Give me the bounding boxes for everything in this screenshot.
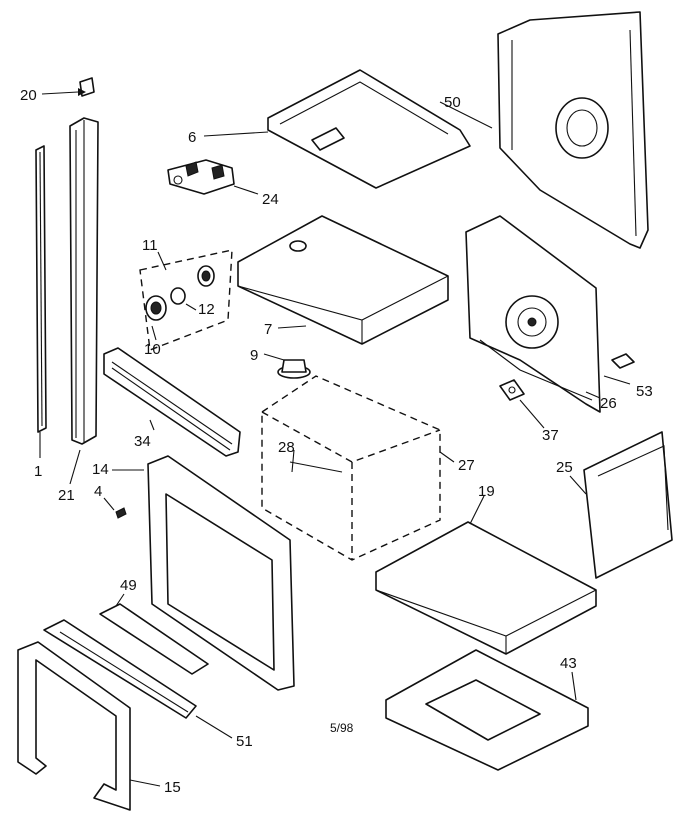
part-19-tray bbox=[375, 521, 597, 655]
leader-lines bbox=[39, 88, 631, 787]
callout-37: 37 bbox=[542, 427, 559, 444]
part-9-terminal-block bbox=[277, 359, 311, 379]
callout-14: 14 bbox=[92, 461, 109, 478]
part-21-side-channel bbox=[69, 117, 99, 445]
part-15-gasket bbox=[17, 641, 131, 811]
part-26-back-wall bbox=[465, 215, 601, 413]
part-11-control-group bbox=[139, 249, 233, 351]
callout-43: 43 bbox=[560, 655, 577, 672]
part-27-oven-cavity bbox=[261, 375, 441, 561]
callout-51: 51 bbox=[236, 733, 253, 750]
part-49-strip bbox=[99, 603, 209, 675]
part-25-side-panel bbox=[583, 431, 673, 579]
callout-53: 53 bbox=[636, 383, 653, 400]
callout-1: 1 bbox=[34, 463, 42, 480]
callout-7: 7 bbox=[264, 321, 272, 338]
callout-27: 27 bbox=[458, 457, 475, 474]
callout-21: 21 bbox=[58, 487, 75, 504]
callout-49: 49 bbox=[120, 577, 137, 594]
callout-28: 28 bbox=[278, 439, 295, 456]
part-6-top-panel bbox=[267, 69, 471, 189]
part-34-vent-grille bbox=[103, 347, 241, 457]
callout-15: 15 bbox=[164, 779, 181, 796]
callout-labels: 20 6 50 24 11 12 10 7 9 1 21 34 14 4 28 … bbox=[20, 87, 653, 796]
part-53-clip bbox=[611, 353, 635, 369]
part-50-rear-panel bbox=[497, 11, 649, 249]
part-1-trim-strip bbox=[35, 145, 47, 433]
callout-6: 6 bbox=[188, 129, 196, 146]
callout-26: 26 bbox=[600, 395, 617, 412]
part-14-front-frame bbox=[147, 455, 295, 691]
part-4-screw bbox=[115, 507, 127, 519]
part-43-bottom-tray bbox=[385, 649, 589, 771]
callout-25: 25 bbox=[556, 459, 573, 476]
callout-12: 12 bbox=[198, 301, 215, 318]
callout-9: 9 bbox=[250, 347, 258, 364]
callout-10: 10 bbox=[144, 341, 161, 358]
callout-20: 20 bbox=[20, 87, 37, 104]
callout-4: 4 bbox=[94, 483, 102, 500]
part-7-cover-plate bbox=[237, 215, 449, 345]
callout-11: 11 bbox=[142, 237, 158, 254]
callout-34: 34 bbox=[134, 433, 151, 450]
callout-24: 24 bbox=[262, 191, 279, 208]
part-24-switch-assembly bbox=[167, 159, 235, 195]
callout-50: 50 bbox=[444, 94, 461, 111]
part-51-vent-trim bbox=[43, 619, 197, 719]
callout-19: 19 bbox=[478, 483, 495, 500]
date-code: 5/98 bbox=[330, 721, 354, 735]
part-37-bracket bbox=[499, 379, 525, 401]
